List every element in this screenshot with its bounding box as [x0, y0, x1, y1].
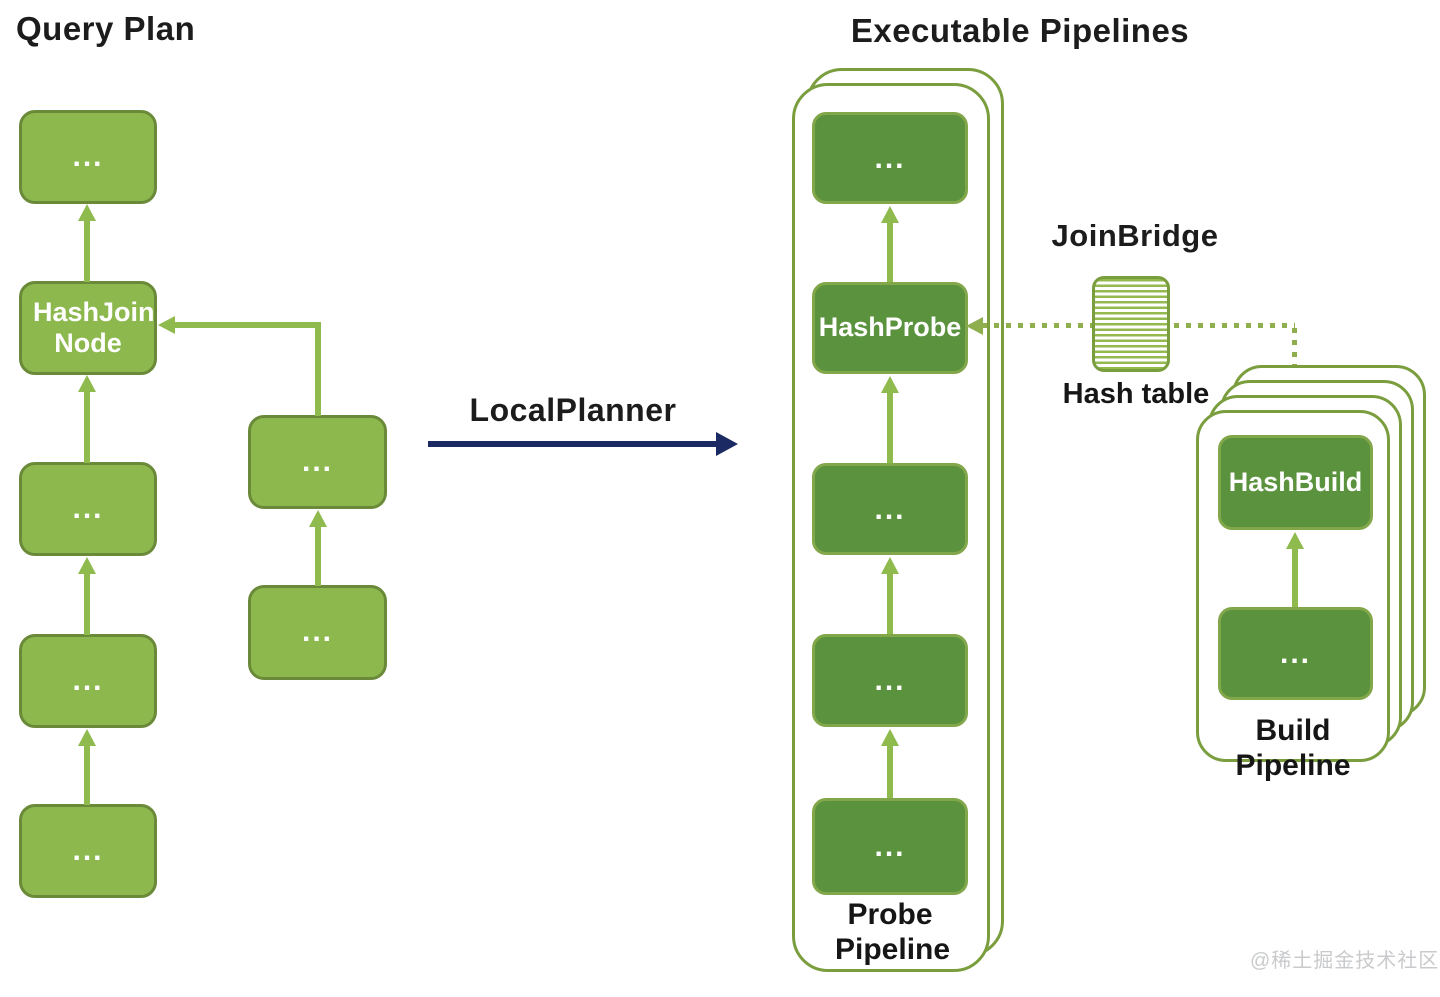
plan-node-hashjoin-label: HashJoin Node: [33, 296, 155, 358]
probe-node-hashprobe: HashProbe: [812, 282, 968, 374]
probe-node-2: ...: [812, 463, 968, 555]
plan-node-right-top: ...: [248, 415, 387, 509]
localplanner-arrowhead: [716, 432, 738, 456]
probe-node-4-label: ...: [874, 830, 906, 863]
build-node-more-label: ...: [1279, 637, 1311, 670]
plan-node-mid: ...: [19, 462, 157, 556]
dotted-link-arrowhead: [966, 317, 983, 335]
plan-node-right-bottom: ...: [248, 585, 387, 680]
plan-node-right-top-label: ...: [301, 444, 333, 478]
probe-node-hashprobe-label: HashProbe: [818, 312, 962, 343]
probe-node-0: ...: [812, 112, 968, 204]
plan-node-top-label: ...: [72, 139, 104, 173]
plan-node-right-bottom-label: ...: [301, 615, 333, 649]
localplanner-arrow: [428, 441, 720, 447]
plan-node-bottom-label: ...: [72, 833, 104, 867]
hash-table-box: [1092, 276, 1170, 372]
probe-pipeline-label: Probe Pipeline: [835, 898, 951, 966]
localplanner-label: LocalPlanner: [469, 392, 677, 428]
plan-node-lower: ...: [19, 634, 157, 728]
plan-node-hashjoin: HashJoin Node: [19, 281, 157, 375]
plan-node-mid-label: ...: [72, 491, 104, 525]
joinbridge-label: JoinBridge: [1051, 218, 1219, 253]
build-node-hashbuild-label: HashBuild: [1228, 466, 1363, 497]
hash-table-label: Hash table: [1062, 378, 1210, 410]
plan-node-lower-label: ...: [72, 663, 104, 697]
probe-node-2-label: ...: [874, 492, 906, 526]
build-node-more: ...: [1218, 607, 1373, 700]
probe-node-0-label: ...: [874, 141, 906, 175]
probe-node-4: ...: [812, 798, 968, 895]
query-plan-title: Query Plan: [16, 10, 196, 47]
pipelines-title: Executable Pipelines: [850, 12, 1190, 49]
probe-node-3: ...: [812, 634, 968, 727]
build-pipeline-label: Build Pipeline: [1235, 714, 1351, 782]
probe-node-3-label: ...: [874, 664, 906, 697]
plan-node-bottom: ...: [19, 804, 157, 898]
build-node-hashbuild: HashBuild: [1218, 435, 1373, 530]
watermark: @稀土掘金技术社区: [1250, 950, 1440, 972]
plan-node-top: ...: [19, 110, 157, 204]
